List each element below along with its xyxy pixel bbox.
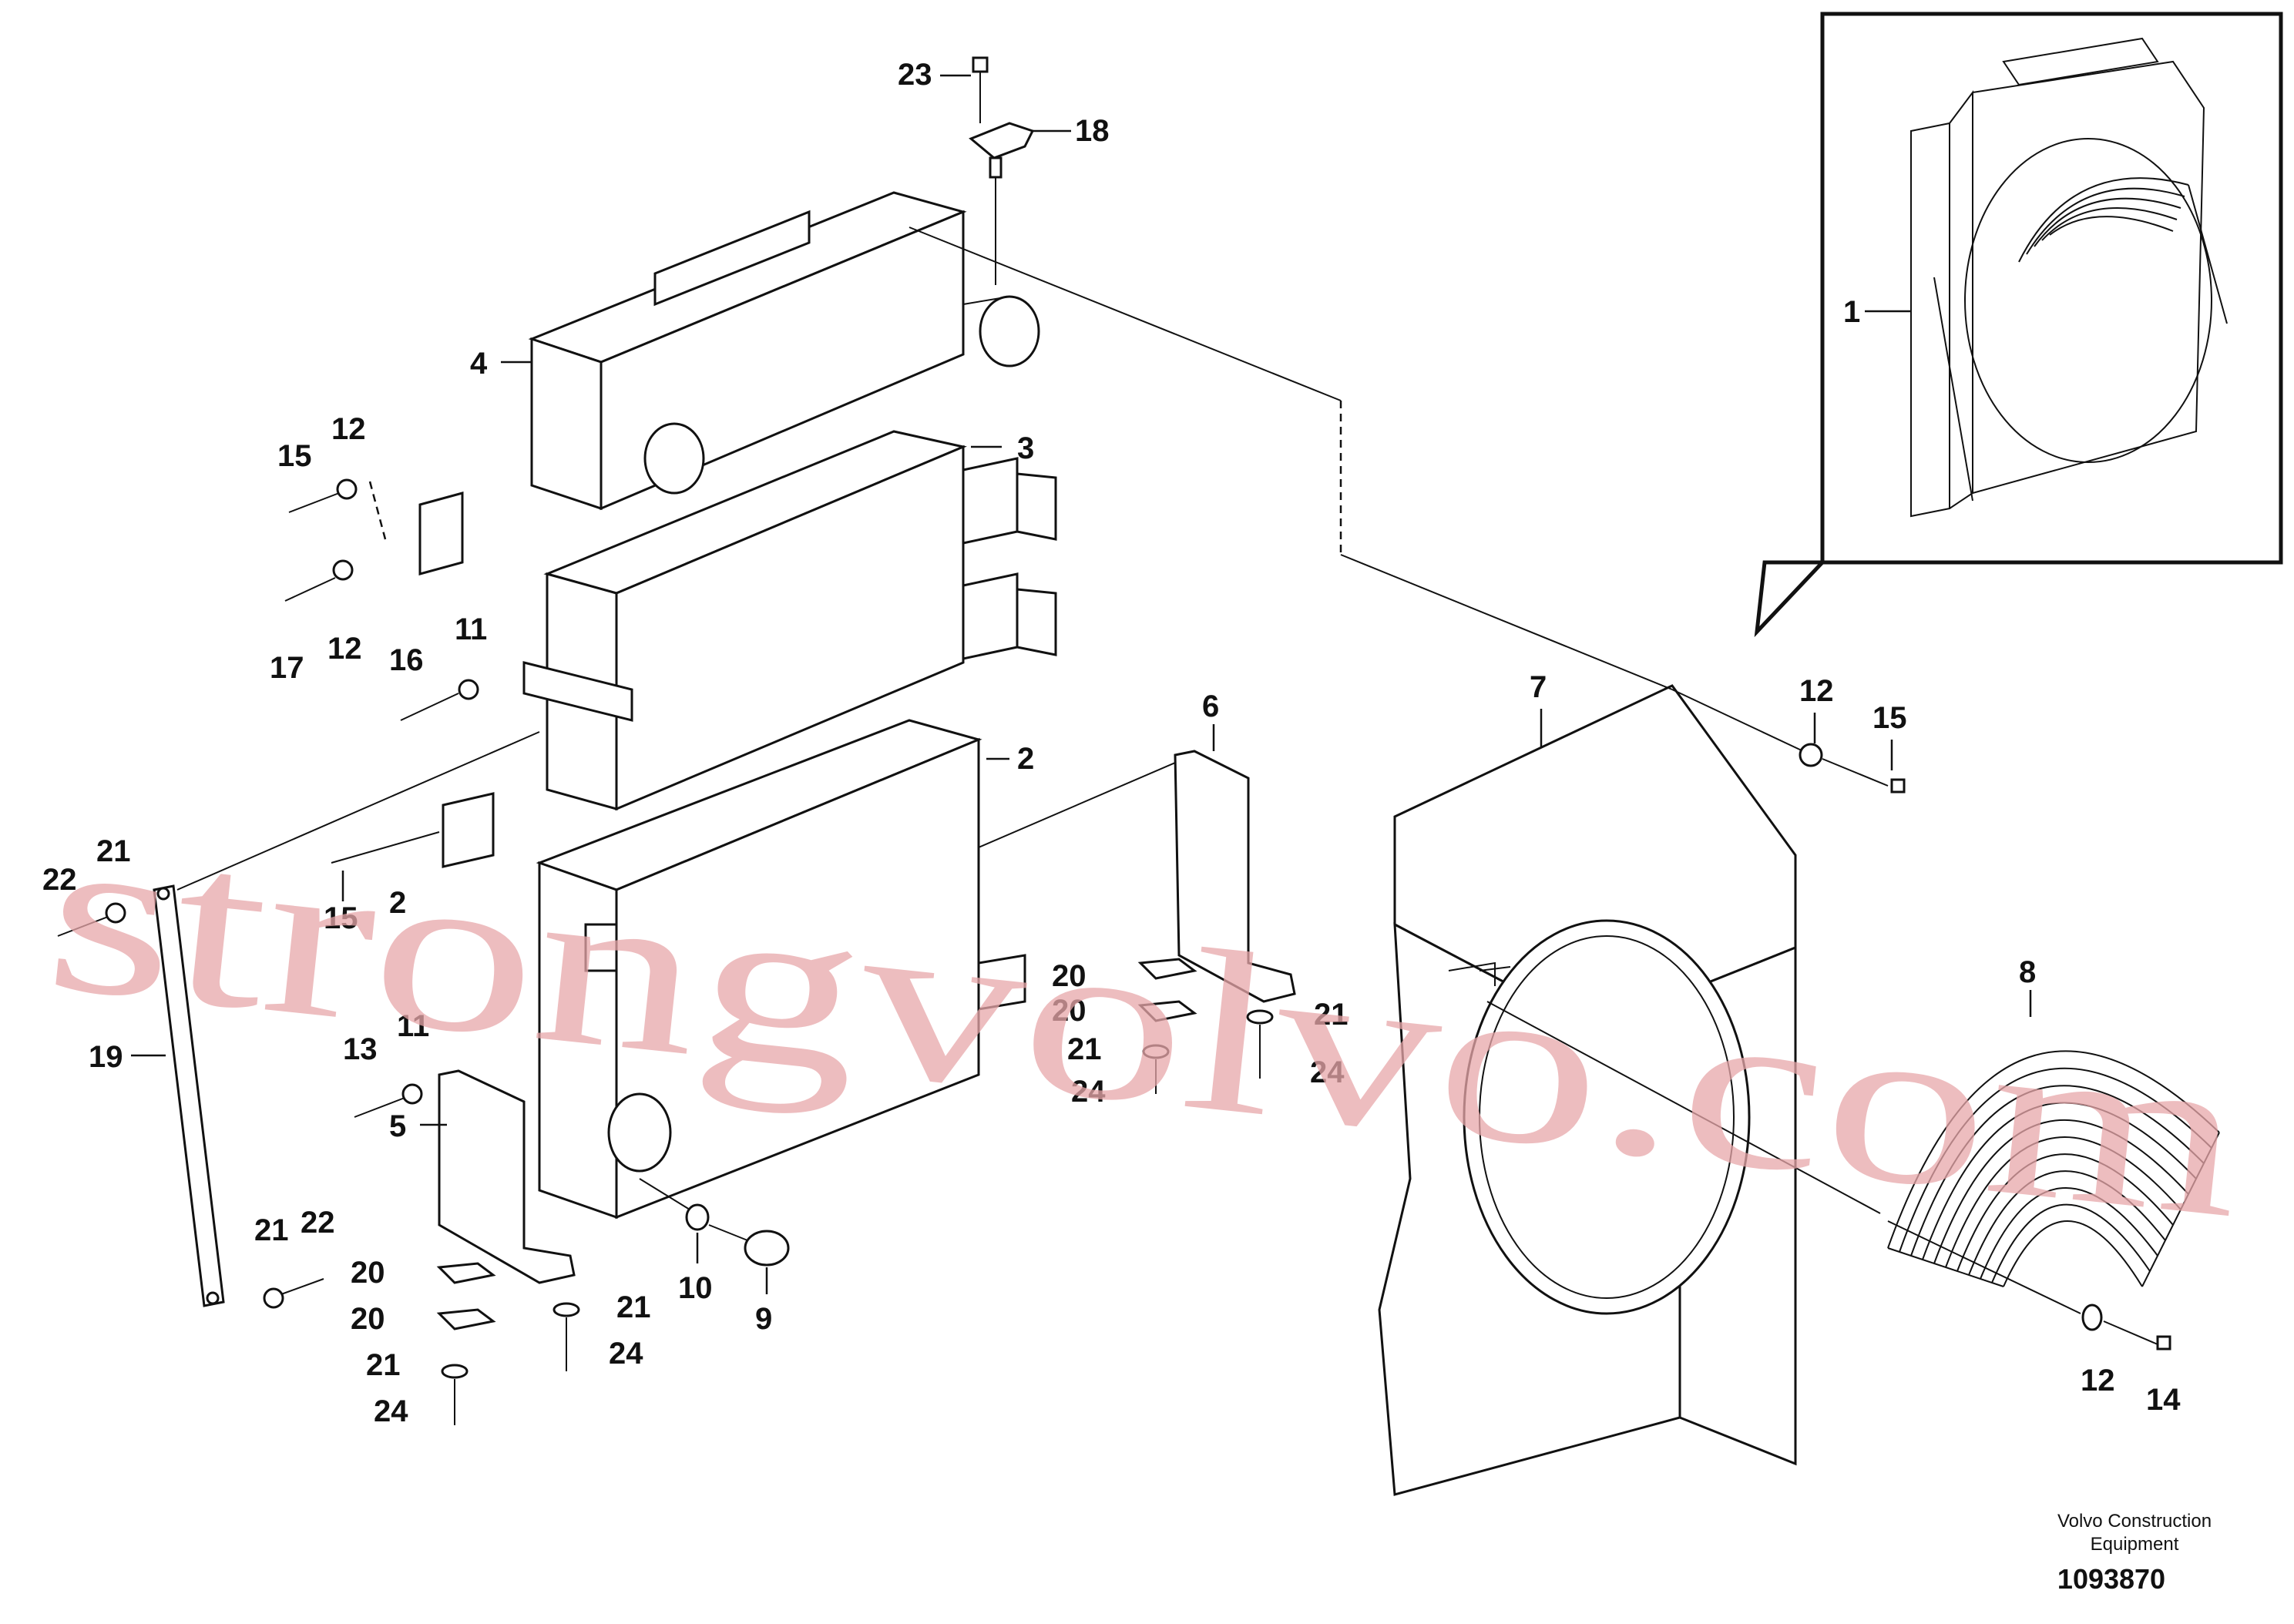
- callout-4: 4: [470, 347, 488, 381]
- callout-15-shroud: 15: [1872, 701, 1907, 735]
- callout-12-guard: 12: [2081, 1364, 2115, 1398]
- part-18-sensor: 18: [969, 114, 1110, 285]
- brand-line-1: Volvo Construction: [2057, 1511, 2212, 1532]
- callout-2-radiator: 2: [1017, 742, 1034, 776]
- callout-23: 23: [898, 58, 932, 92]
- callout-21-bottom-left: 21: [254, 1213, 289, 1247]
- callout-20-right-a: 20: [1052, 959, 1087, 993]
- inset-assembly-view: 1: [1754, 12, 2283, 638]
- callout-20-left-b: 20: [351, 1302, 385, 1336]
- callout-5: 5: [389, 1109, 406, 1143]
- callout-9: 9: [755, 1302, 772, 1336]
- part-9-plug: 9: [708, 1224, 790, 1336]
- watermark-text: strongvolvo.com: [36, 781, 2255, 1267]
- part-6-bracket: 6 20 20 21 21 24 24: [978, 690, 1349, 1109]
- callout-21-right-a: 21: [1314, 998, 1349, 1032]
- callout-24-left-b: 24: [374, 1394, 408, 1428]
- callout-12-shroud: 12: [1799, 674, 1834, 708]
- callout-3: 3: [1017, 431, 1034, 465]
- callout-21-left-c: 21: [616, 1290, 651, 1324]
- callout-17: 17: [270, 651, 304, 685]
- callout-12-top: 12: [331, 412, 366, 446]
- brand-line-2: Equipment: [2091, 1534, 2179, 1555]
- callout-24-right-b: 24: [1071, 1075, 1106, 1109]
- part-23-bolt: 23: [898, 56, 989, 123]
- document-number: 1093870: [2057, 1563, 2165, 1595]
- part-8-fan-guard: 8 12 14: [1486, 955, 2220, 1417]
- callout-22-bottom: 22: [301, 1206, 335, 1240]
- callout-11-top: 11: [455, 612, 487, 646]
- callout-21-right-b: 21: [1067, 1032, 1102, 1066]
- part-10-seal: 10: [639, 1178, 713, 1305]
- callout-11-bottom: 11: [397, 1009, 429, 1043]
- callout-1: 1: [1843, 295, 1860, 329]
- callout-16: 16: [389, 643, 424, 677]
- callout-21-left: 21: [96, 834, 131, 868]
- callout-7: 7: [1530, 670, 1547, 704]
- callout-15-mid: 15: [324, 901, 358, 935]
- callout-22-left: 22: [42, 863, 77, 897]
- callout-6: 6: [1202, 690, 1219, 723]
- callout-15-top: 15: [277, 439, 312, 473]
- callout-21-left-d: 21: [366, 1348, 401, 1382]
- callout-24-right-a: 24: [1310, 1055, 1345, 1089]
- callout-2-bolt: 2: [389, 886, 406, 920]
- callout-12-mid: 12: [327, 632, 362, 666]
- part-2-radiator: 2: [536, 719, 1034, 1220]
- callout-8: 8: [2019, 955, 2036, 989]
- part-5-bracket: 5 13 11 20 20 21 24 21 24: [343, 1009, 651, 1428]
- left-fastener-group: 15 12 17 12 16 11 15 2: [270, 412, 633, 935]
- part-4-charge-air-cooler: 4: [470, 191, 1040, 511]
- callout-10: 10: [678, 1271, 713, 1305]
- callout-20-right-b: 20: [1052, 994, 1087, 1028]
- callout-13: 13: [343, 1032, 378, 1066]
- callout-20-left-a: 20: [351, 1256, 385, 1290]
- callout-14: 14: [2146, 1383, 2181, 1417]
- callout-19: 19: [89, 1040, 123, 1074]
- callout-18: 18: [1075, 114, 1110, 148]
- part-19-stay-rod: 19 22 21 21 22: [42, 731, 540, 1309]
- callout-24-left-a: 24: [609, 1337, 643, 1371]
- part-7-fan-shroud: 7 12 15: [909, 226, 1907, 1496]
- footer: Volvo Construction Equipment 1093870: [2057, 1511, 2212, 1595]
- watermark: strongvolvo.com: [36, 781, 2255, 1267]
